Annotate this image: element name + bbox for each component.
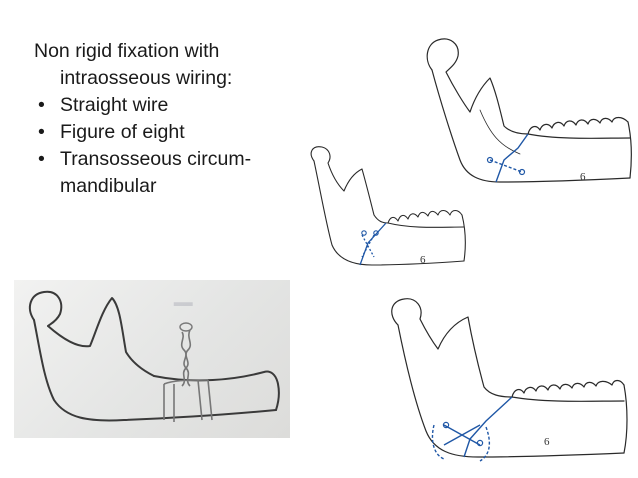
bullet-icon: • xyxy=(38,148,45,170)
bullet-continuation: mandibular xyxy=(60,175,157,197)
sketch-label: 6 xyxy=(544,436,550,448)
sketch-label: 6 xyxy=(580,171,586,183)
bullet-item-circummandibular: • Transosseous circum- xyxy=(34,146,294,173)
bullet-item-straight-wire: • Straight wire xyxy=(34,92,294,119)
slide-text: Non rigid fixation with intraosseous wir… xyxy=(34,38,294,200)
mandible-sketch-bottom-right: 6 xyxy=(391,298,628,462)
mandible-sketch-top-right: 6 xyxy=(426,38,632,183)
mandible-sketch-middle-left: 6 xyxy=(310,146,466,266)
bullet-text: Transosseous circum- xyxy=(60,148,252,170)
bullet-icon: • xyxy=(38,94,45,116)
heading-line-2: intraosseous wiring: xyxy=(60,67,233,89)
bullet-text: Figure of eight xyxy=(60,121,185,143)
heading-line-1: Non rigid fixation with xyxy=(34,40,220,62)
wire-mandible-drawing xyxy=(28,290,280,422)
bullet-text: Straight wire xyxy=(60,94,169,116)
wire-model-photo: ▁ xyxy=(14,280,290,438)
photo-background-texture: ▁ xyxy=(174,280,193,306)
bullet-icon: • xyxy=(38,121,45,143)
bullet-item-figure-of-eight: • Figure of eight xyxy=(34,119,294,146)
sketch-label: 6 xyxy=(420,254,426,266)
